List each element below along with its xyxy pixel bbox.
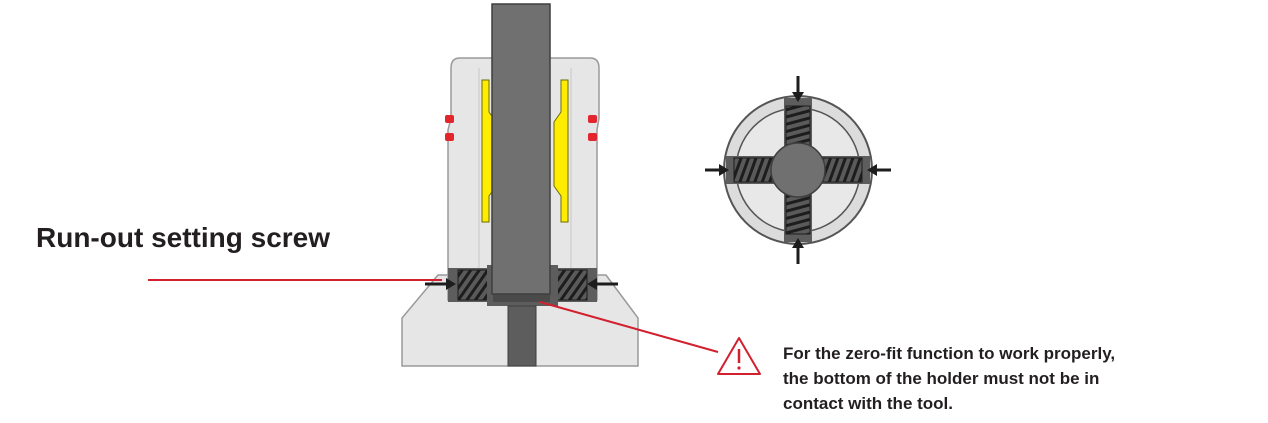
runout-screw-right xyxy=(554,269,588,301)
warning-line: contact with the tool. xyxy=(783,394,953,413)
tool-shank xyxy=(491,3,551,295)
holder-side-view xyxy=(401,3,639,367)
warning-line: For the zero-fit function to work proper… xyxy=(783,344,1116,363)
tool-shank-top xyxy=(770,142,826,198)
arrow-left-icon xyxy=(587,278,618,290)
marker-right-top xyxy=(588,115,597,123)
runout-screw-left xyxy=(457,269,491,301)
arrow-right-icon xyxy=(705,164,729,176)
top-screw-north xyxy=(785,105,811,147)
warning-leader-line xyxy=(539,301,719,353)
arrow-down-icon xyxy=(792,76,804,102)
arrow-left-icon xyxy=(867,164,891,176)
arrow-up-icon xyxy=(792,238,804,264)
marker-left-top xyxy=(445,115,454,123)
warning-triangle-icon xyxy=(717,337,761,375)
marker-right-bottom xyxy=(588,133,597,141)
warning-text: For the zero-fit function to work proper… xyxy=(783,341,1253,416)
top-screw-east xyxy=(821,157,863,183)
top-screw-south xyxy=(785,193,811,235)
warning-line: the bottom of the holder must not be in xyxy=(783,369,1100,388)
runout-screw-label: Run-out setting screw xyxy=(36,222,331,253)
top-screw-west xyxy=(733,157,775,183)
holder-top-view xyxy=(705,76,891,264)
marker-left-bottom xyxy=(445,133,454,141)
clamp-insert-right xyxy=(553,79,569,223)
arrow-right-icon xyxy=(425,278,456,290)
tool-stem xyxy=(507,305,537,367)
